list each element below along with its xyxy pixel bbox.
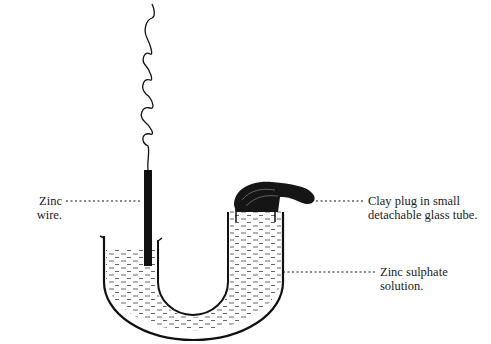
u-tube-inner-wall [158, 212, 228, 315]
leader-line [283, 271, 376, 272]
part-label: Zinc wire. [20, 194, 62, 222]
zinc-sulphate-solution [106, 210, 281, 330]
zinc-wire [144, 170, 152, 266]
tube-lip [100, 236, 162, 241]
leader-line [316, 200, 364, 201]
u-tube-outer-wall [104, 212, 283, 340]
clay-plug [234, 182, 315, 212]
clay-plug-shading [242, 189, 278, 206]
connecting-wire [141, 4, 154, 170]
leader-line [66, 200, 142, 201]
part-label: Clay plug in small detachable glass tube… [368, 194, 484, 222]
part-label: Zinc sulphate solution. [380, 265, 480, 293]
